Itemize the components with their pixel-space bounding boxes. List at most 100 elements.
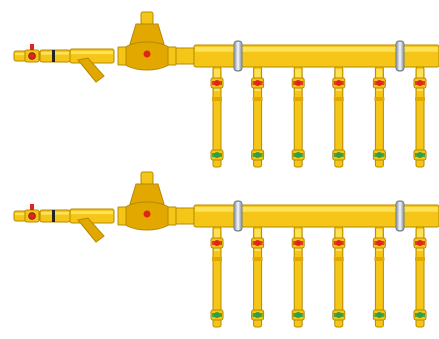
branch-fitting: [333, 97, 344, 101]
branch-green-valve-icon: [413, 149, 427, 161]
branch-pipe: [212, 66, 222, 168]
branch-red-valve-icon: [413, 77, 427, 89]
regulator-flange-right: [167, 206, 177, 226]
branch-outlet: [251, 66, 265, 168]
branch-fitting: [415, 257, 425, 261]
red-ball-valve-icon: [24, 44, 40, 63]
branch-red-valve-icon: [372, 237, 386, 249]
branch-outlet: [332, 226, 346, 328]
branch-pipe: [253, 226, 263, 328]
y-strainer-icon: [69, 208, 115, 243]
branch-pipe: [415, 66, 425, 168]
branch-red-valve-icon: [251, 77, 265, 89]
branch-red-valve-icon: [332, 237, 346, 249]
regulator-gauge-dot: [143, 50, 151, 58]
branch-fitting: [374, 257, 385, 261]
branch-red-valve-icon: [372, 77, 386, 89]
branch-green-valve-icon-handle: [415, 313, 425, 317]
pipe-clamp-icon-shine: [236, 42, 240, 70]
red-ball-valve-icon: [24, 204, 40, 223]
branch-outlet: [291, 226, 305, 328]
branch-outlet: [210, 226, 224, 328]
branch-fitting: [252, 97, 263, 101]
branch-red-valve-icon-handle: [293, 241, 304, 245]
branch-red-valve-icon-handle: [374, 81, 385, 85]
branch-green-valve-icon: [332, 309, 346, 321]
main-header-pipe-highlight: [195, 47, 438, 52]
bottom-manifold-assembly: [13, 171, 439, 328]
branch-outlet: [332, 66, 346, 168]
branch-red-valve-icon-handle: [252, 81, 263, 85]
branch-red-valve-icon-handle: [212, 241, 222, 245]
red-ball-valve-icon-ball: [28, 52, 36, 60]
branch-fitting: [333, 257, 344, 261]
branch-fitting: [293, 97, 304, 101]
branch-red-valve-icon: [210, 237, 224, 249]
branch-outlet: [413, 226, 427, 328]
branch-green-valve-icon: [291, 149, 305, 161]
regulator-outlet: [175, 47, 197, 65]
strainer-body-highlight: [71, 211, 113, 215]
branch-red-valve-icon: [291, 237, 305, 249]
branch-red-valve-icon: [210, 77, 224, 89]
branch-fitting: [212, 257, 222, 261]
red-ball-valve-icon-handle: [30, 44, 34, 50]
branch-outlet: [251, 226, 265, 328]
branch-green-valve-icon-handle: [252, 313, 263, 317]
red-ball-valve-icon-handle: [30, 204, 34, 210]
main-header-pipe-highlight: [195, 207, 438, 212]
pressure-regulator-icon: [117, 171, 197, 231]
branch-red-valve-icon-handle: [415, 81, 425, 85]
strainer-leg: [77, 217, 105, 243]
pipe-clamp-icon-shine: [398, 42, 402, 70]
branch-outlet: [413, 66, 427, 168]
branch-green-valve-icon-handle: [374, 313, 385, 317]
branch-pipe: [293, 66, 303, 168]
branch-red-valve-icon-handle: [333, 241, 344, 245]
branch-red-valve-icon-handle: [252, 241, 263, 245]
branch-fitting: [212, 97, 222, 101]
branch-green-valve-icon-handle: [212, 153, 222, 157]
pipe-clamp-icon-shine: [398, 202, 402, 230]
strainer-body-highlight: [71, 51, 113, 55]
branch-pipe: [212, 226, 222, 328]
branch-red-valve-icon-handle: [333, 81, 344, 85]
branch-outlet: [372, 66, 386, 168]
branch-green-valve-icon-handle: [333, 153, 344, 157]
top-manifold-assembly: [13, 11, 439, 168]
branch-pipe: [253, 66, 263, 168]
branch-fitting: [252, 257, 263, 261]
regulator-bonnet: [129, 23, 165, 45]
branch-outlet: [291, 66, 305, 168]
pipe-clamp-icon-shine: [236, 202, 240, 230]
branch-pipe: [415, 226, 425, 328]
branch-pipe: [334, 226, 344, 328]
strainer-leg: [77, 57, 105, 83]
branch-green-valve-icon-handle: [293, 153, 304, 157]
branch-green-valve-icon-handle: [333, 313, 344, 317]
branch-pipe: [374, 66, 384, 168]
branch-red-valve-icon-handle: [415, 241, 425, 245]
branch-outlet: [372, 226, 386, 328]
branch-fitting: [293, 257, 304, 261]
branch-pipe: [293, 226, 303, 328]
branch-red-valve-icon-handle: [374, 241, 385, 245]
branch-pipe: [334, 66, 344, 168]
red-ball-valve-icon-ball: [28, 212, 36, 220]
branch-fitting: [374, 97, 385, 101]
union-band: [52, 50, 55, 62]
branch-green-valve-icon: [372, 309, 386, 321]
regulator-bonnet: [129, 183, 165, 205]
branch-green-valve-icon: [210, 309, 224, 321]
regulator-flange-left: [117, 46, 127, 66]
branch-red-valve-icon: [413, 237, 427, 249]
branch-red-valve-icon: [291, 77, 305, 89]
branch-outlet: [210, 66, 224, 168]
branch-green-valve-icon: [251, 149, 265, 161]
branch-green-valve-icon: [372, 149, 386, 161]
branch-green-valve-icon-handle: [374, 153, 385, 157]
branch-pipe: [374, 226, 384, 328]
branch-red-valve-icon: [332, 77, 346, 89]
